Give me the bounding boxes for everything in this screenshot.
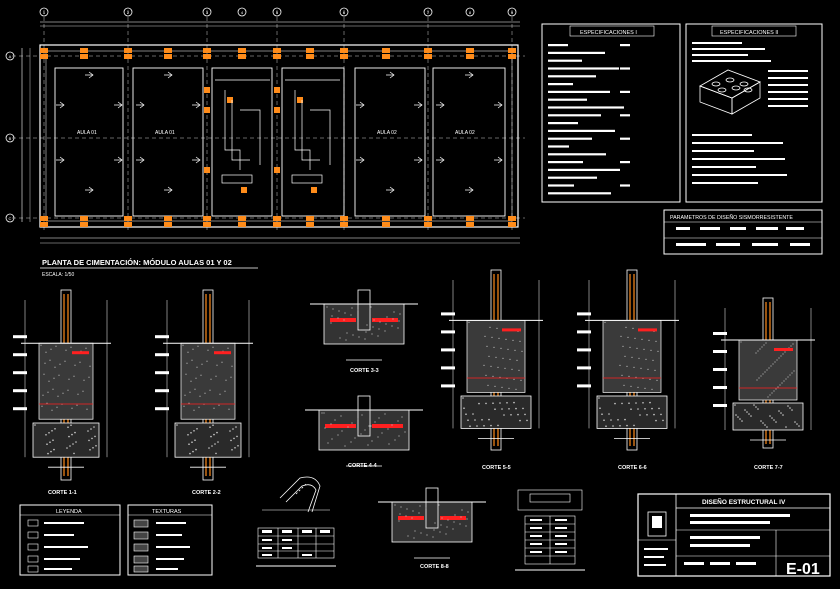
grid-axis-label: 3 <box>206 10 209 15</box>
sheet-number: E-01 <box>786 561 820 578</box>
grid-axis-bubbles: 1 2 3 4 5 6 7 8 9 <box>39 7 517 17</box>
grid-axis-label: 6 <box>343 10 346 15</box>
textures-box: TEXTURAS <box>127 504 213 576</box>
specs-1-title: ESPECIFICACIONES I <box>580 30 637 36</box>
grid-axis-label: 2 <box>127 10 130 15</box>
foundation-plan: 1 2 3 4 5 6 7 8 9 A B C <box>5 7 525 278</box>
section-label-8: CORTE 8-8 <box>420 564 449 570</box>
room-arrows <box>56 71 503 194</box>
spec-1-text-lines <box>548 44 630 195</box>
title-block: DISEÑO ESTRUCTURAL IV E-01 <box>637 493 831 578</box>
grid-axis-label: 9 <box>511 10 514 15</box>
column-markers <box>40 48 516 227</box>
shallow-section <box>305 395 423 467</box>
footing-section <box>577 269 679 451</box>
section-label-5: CORTE 5-5 <box>482 465 511 471</box>
grid-axis-label: 8 <box>469 10 472 15</box>
room-label-2: AULA 01 <box>155 130 175 136</box>
hook-table <box>256 527 336 567</box>
specifications-panel-1: ESPECIFICACIONES I <box>541 23 681 203</box>
plan-title: PLANTA DE CIMENTACIÓN: MÓDULO AULAS 01 Y… <box>42 258 232 267</box>
hook-detail <box>262 476 330 513</box>
grid-row-label: C <box>9 216 12 221</box>
section-label-1: CORTE 1-1 <box>48 490 77 496</box>
seismic-title: PARAMETROS DE DISEÑO SISMORRESISTENTE <box>670 214 793 221</box>
legend-box: LEYENDA <box>19 504 121 576</box>
specs-2-title: ESPECIFICACIONES II <box>720 30 779 36</box>
university-logo-icon <box>647 511 667 537</box>
grid-axis-label: 4 <box>241 10 244 15</box>
room-label-1: AULA 01 <box>77 130 97 136</box>
spec-2-text-lines <box>692 42 808 184</box>
plan-scale: ESCALA: 1/50 <box>42 272 74 278</box>
project-title: DISEÑO ESTRUCTURAL IV <box>702 497 786 506</box>
section-label-2: CORTE 2-2 <box>192 490 221 496</box>
shallow-section <box>378 487 486 559</box>
section-label-6: CORTE 6-6 <box>618 465 647 471</box>
footing-section <box>13 289 111 481</box>
room-label-3: AULA 02 <box>377 130 397 136</box>
textures-title: TEXTURAS <box>152 509 182 515</box>
grid-row-label: A <box>9 54 12 59</box>
grid-axis-label: 5 <box>276 10 279 15</box>
section-label-3: CORTE 3-3 <box>350 368 379 374</box>
grid-axis-label: 1 <box>43 10 46 15</box>
specifications-panel-2: ESPECIFICACIONES II <box>685 23 823 203</box>
footing-section <box>155 289 253 481</box>
room-label-4: AULA 02 <box>455 130 475 136</box>
brick-isometric <box>699 69 761 115</box>
section-label-7: CORTE 7-7 <box>754 465 783 471</box>
grid-axis-label: 7 <box>427 10 430 15</box>
shallow-section <box>310 289 418 361</box>
grid-row-label: B <box>9 136 12 141</box>
rebar-schedule <box>515 489 585 571</box>
seismic-parameters-table: PARAMETROS DE DISEÑO SISMORRESISTENTE <box>663 209 823 255</box>
section-label-4: CORTE 4-4 <box>348 463 378 469</box>
footing-section <box>441 269 543 451</box>
legend-title: LEYENDA <box>56 509 82 515</box>
foundation-sections <box>13 269 815 559</box>
footing-section <box>713 297 815 449</box>
